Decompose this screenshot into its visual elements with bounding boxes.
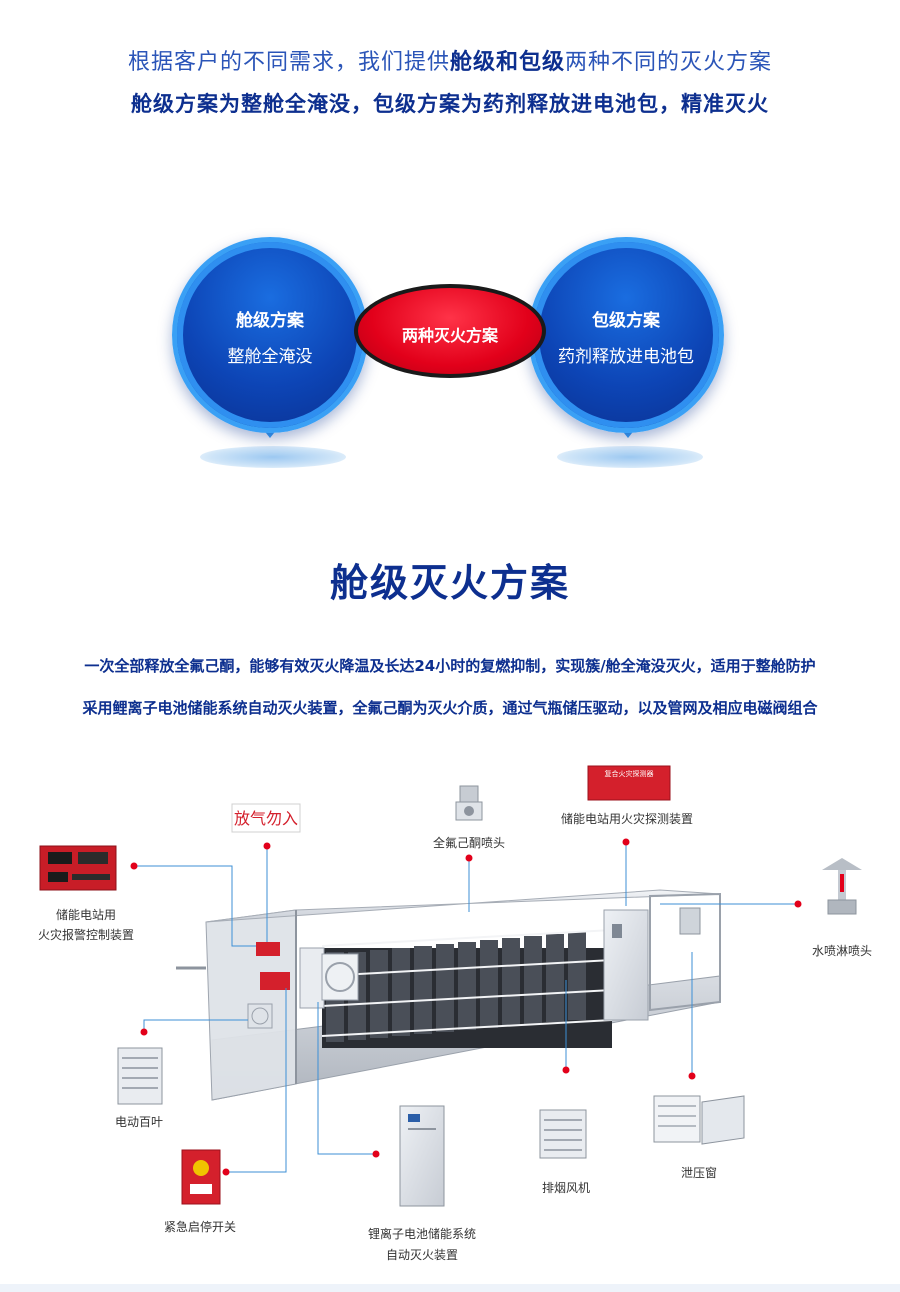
pack-level-circle: 包级方案 药剂释放进电池包 <box>528 237 724 433</box>
label-exhaust-fan: 排烟风机 <box>541 1181 590 1195</box>
right-grill <box>679 907 701 935</box>
intro-line-1-part-a: 根据客户的不同需求，我们提供 <box>127 50 450 75</box>
intro-line-1: 根据客户的不同需求，我们提供舱级和包级两种不同的灭火方案 <box>0 44 900 76</box>
pack-level-title: 包级方案 <box>592 311 660 331</box>
emergency-stop-switch <box>181 1149 221 1205</box>
intro-line-1-part-c: 两种不同的灭火方案 <box>565 50 773 75</box>
label-control-panel-2: 火灾报警控制装置 <box>37 928 134 942</box>
pack-level-subtitle: 药剂释放进电池包 <box>558 347 694 367</box>
red-module-2 <box>260 972 290 990</box>
label-control-panel-1: 储能电站用 <box>55 908 116 922</box>
label-louver: 电动百叶 <box>114 1115 163 1129</box>
cabin-level-title: 舱级方案 <box>236 311 304 331</box>
label-emergency-switch: 紧急启停开关 <box>163 1220 236 1234</box>
cabin-level-subtitle: 整舱全淹没 <box>227 347 313 367</box>
electrical-cabinet <box>603 909 649 1021</box>
fire-detector <box>587 765 671 801</box>
intro-line-2: 舱级方案为整舱全淹没，包级方案为药剂释放进电池包，精准灭火 <box>131 92 769 116</box>
pressure-relief-vent <box>653 1095 745 1145</box>
fk-5-1-12-nozzle <box>455 785 483 821</box>
battery-racks <box>321 929 613 1048</box>
label-sprinkler: 水喷淋喷头 <box>811 944 872 958</box>
left-circle-pointer <box>262 428 278 438</box>
label-nozzle: 全氟己酮喷头 <box>432 836 505 850</box>
red-module-1 <box>256 942 280 956</box>
no-entry-sign-text: 放气勿入 <box>234 809 298 828</box>
electric-louver <box>117 1047 163 1105</box>
water-sprinkler <box>822 858 862 915</box>
container-right-frame <box>649 892 721 1012</box>
container-illustration: 放气勿入 复合火灾探测器 <box>39 765 862 1207</box>
intro-line-1-highlight: 舱级和包级 <box>449 50 565 75</box>
section-description-2: 采用鲤离子电池储能系统自动灭火装置，全氟己酮为灭火介质，通过气瓶储压驱动，以及管… <box>82 699 818 717</box>
right-circle-shadow <box>557 446 703 468</box>
section-description-1: 一次全部释放全氟己酮，能够有效灭火降温及长达24小时的复燃抑制，实现簇/舱全淹没… <box>84 657 816 675</box>
no-entry-sign <box>231 803 301 833</box>
two-solutions-label: 两种灭火方案 <box>401 326 498 345</box>
label-relief-vent: 泄压窗 <box>680 1166 717 1180</box>
bottom-bar <box>0 1284 900 1292</box>
extinguisher-cabinet <box>399 1105 445 1207</box>
ac-unit <box>299 947 325 1009</box>
cabin-level-circle: 舱级方案 整舱全淹没 <box>172 237 368 433</box>
label-extinguisher-2: 自动灭火装置 <box>385 1248 458 1262</box>
section-title: 舱级灭火方案 <box>329 561 570 605</box>
label-extinguisher-1: 锂离子电池储能系统 <box>367 1227 476 1241</box>
exhaust-fan <box>539 1109 587 1159</box>
left-circle-shadow <box>200 446 346 468</box>
right-circle-pointer <box>620 428 636 438</box>
fire-detector-text: 复合火灾探测器 <box>605 769 654 778</box>
two-solutions-ellipse: 两种灭火方案 <box>354 284 546 378</box>
label-detector: 储能电站用火灾探测装置 <box>560 812 693 826</box>
